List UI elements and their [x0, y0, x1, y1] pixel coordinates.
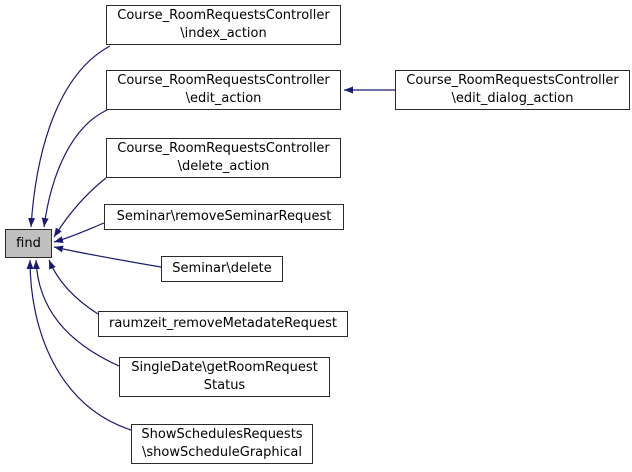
node-label-line1: Course_RoomRequestsController	[406, 73, 619, 88]
node-find: find	[5, 229, 52, 258]
node-label-line1: Course_RoomRequestsController	[117, 141, 330, 156]
node-label-line1: Course_RoomRequestsController	[117, 8, 330, 23]
edge-show-schedules-requests-to-find	[26, 259, 132, 431]
edge-single-date-get-room-request-status-to-find	[32, 259, 120, 367]
node-label: Seminar\removeSeminarRequest	[116, 209, 332, 224]
edge-raumzeit-remove-metadate-request-to-find	[48, 259, 99, 315]
node-edit-dialog-action[interactable]: Course_RoomRequestsController \edit_dial…	[395, 70, 630, 110]
node-label-line2: \index_action	[180, 26, 267, 41]
edge-index-action-to-find	[28, 45, 111, 228]
node-label-line2: \edit_action	[185, 91, 262, 106]
node-label: raumzeit_removeMetadateRequest	[108, 316, 337, 331]
node-edit-action[interactable]: Course_RoomRequestsController \edit_acti…	[106, 70, 341, 110]
node-label-line1: Course_RoomRequestsController	[117, 73, 330, 88]
node-label: find	[16, 235, 41, 251]
node-index-action[interactable]: Course_RoomRequestsController \index_act…	[106, 5, 341, 45]
node-raumzeit-remove-metadate-request[interactable]: raumzeit_removeMetadateRequest	[98, 311, 348, 337]
edge-seminar-delete-to-find	[53, 245, 162, 268]
node-label-line2: Status	[203, 378, 246, 393]
node-label-line2: \delete_action	[177, 159, 270, 174]
node-show-schedules-requests[interactable]: ShowSchedulesRequests \showScheduleGraph…	[131, 424, 313, 464]
edge-remove-seminar-request-to-find	[53, 222, 105, 243]
node-remove-seminar-request[interactable]: Seminar\removeSeminarRequest	[104, 204, 344, 230]
node-label-line2: \edit_dialog_action	[451, 91, 574, 106]
node-seminar-delete[interactable]: Seminar\delete	[161, 256, 283, 282]
node-single-date-get-room-request-status[interactable]: SingleDate\getRoomRequest Status	[119, 357, 330, 397]
edge-edit-action-to-find	[41, 109, 108, 228]
node-delete-action[interactable]: Course_RoomRequestsController \delete_ac…	[106, 138, 341, 178]
node-label-line1: ShowSchedulesRequests	[141, 427, 303, 442]
node-label-line2: \showScheduleGraphical	[142, 445, 302, 460]
node-label-line1: SingleDate\getRoomRequest	[131, 360, 318, 375]
node-label: Seminar\delete	[172, 261, 272, 276]
edge-delete-action-to-find	[53, 177, 107, 238]
